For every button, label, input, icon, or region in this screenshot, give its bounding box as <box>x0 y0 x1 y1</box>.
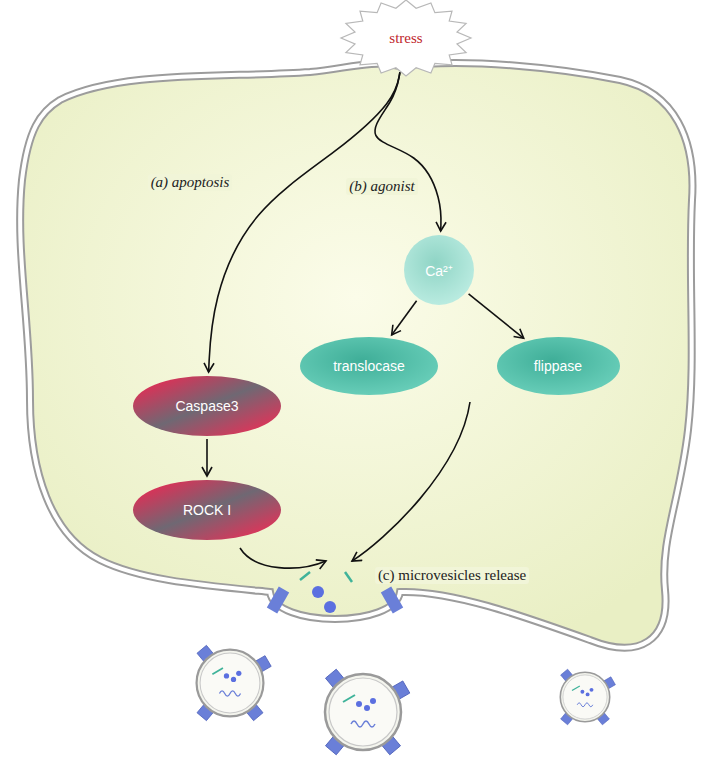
step-label: (c) microvesicles release <box>375 567 529 584</box>
step-label: (a) apoptosis <box>148 174 233 191</box>
node-text: Caspase3 <box>175 398 238 414</box>
release-arrow <box>240 402 470 568</box>
microvesicle <box>197 645 616 754</box>
node-text: stress <box>389 30 422 47</box>
calcium-circle: Ca²⁺ <box>403 234 475 306</box>
node-text: translocase <box>333 358 405 374</box>
flow-arrow <box>469 294 524 338</box>
step-label: (b) agonist <box>346 178 417 195</box>
rock-ellipse: ROCK I <box>132 479 282 541</box>
flow-arrow <box>209 72 400 372</box>
flippase-ellipse: flippase <box>496 336 621 396</box>
flow-arrow <box>206 439 208 476</box>
node-text: ROCK I <box>183 502 231 518</box>
translocase-ellipse: translocase <box>299 336 439 396</box>
flow-arrow <box>392 301 417 335</box>
flow-arrow <box>375 72 441 231</box>
stress-burst: stress <box>341 0 471 76</box>
caspase-ellipse: Caspase3 <box>132 375 282 437</box>
node-text: flippase <box>534 358 582 374</box>
node-text: Ca²⁺ <box>425 261 453 280</box>
